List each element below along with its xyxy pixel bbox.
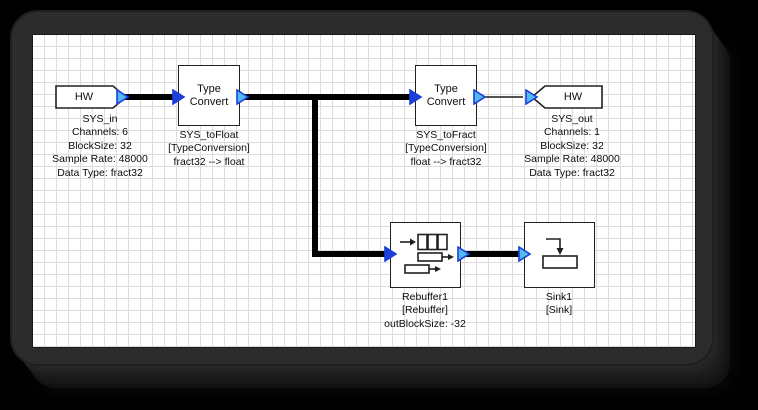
sys-in-output-port-icon[interactable] [115, 88, 131, 106]
sys-in-inner-label: HW [74, 91, 94, 103]
caption-sys-in-line-4: Data Type: fract32 [57, 166, 143, 179]
caption-rebuffer1: Rebuffer1 [Rebuffer] outBlockSize: -32 [355, 291, 495, 331]
sys-tofloat-inner-label: Type Convert [190, 83, 229, 108]
caption-sys-tofract-line-1: [TypeConversion] [405, 142, 487, 155]
caption-sys-out-line-1: Channels: 1 [543, 126, 601, 139]
caption-sys-in-line-2: BlockSize: 32 [68, 139, 132, 152]
rebuffer-icon [399, 233, 454, 274]
block-sys-tofract[interactable]: Type Convert [415, 65, 477, 126]
sys-tofloat-inner-line1: Type [197, 82, 221, 95]
sys-tofract-inner-label: Type Convert [427, 83, 466, 108]
caption-sys-out-line-3: Sample Rate: 48000 [524, 153, 620, 166]
sys-tofloat-output-port-icon[interactable] [235, 89, 251, 105]
caption-sys-out-line-2: BlockSize: 32 [540, 139, 604, 152]
caption-sink1-line-1: [Sink] [545, 304, 573, 317]
sys-out-input-port-icon[interactable] [524, 89, 540, 105]
caption-sys-tofloat-line-1: [TypeConversion] [168, 142, 250, 155]
sink1-input-port-icon[interactable] [517, 246, 533, 262]
caption-sys-in: SYS_in Channels: 6 BlockSize: 32 Sample … [33, 113, 175, 180]
caption-sys-in-line-0: SYS_in [82, 113, 118, 125]
sys-tofloat-input-port-icon[interactable] [171, 89, 187, 105]
sys-tofract-inner-line2: Convert [426, 95, 466, 108]
caption-rebuffer1-line-1: [Rebuffer] [402, 304, 448, 317]
block-sys-tofloat[interactable]: Type Convert [178, 65, 240, 126]
diagram-canvas[interactable]: HW SYS_in Channels: 6 BlockSize: 32 Samp… [32, 34, 696, 348]
block-sys-out[interactable]: HW [530, 85, 603, 109]
caption-sys-tofloat-line-0: SYS_toFloat [179, 129, 239, 141]
wire-tofloat-branch-to-rebuffer[interactable] [312, 97, 389, 257]
connection-wires [125, 94, 523, 257]
caption-sys-out-line-4: Data Type: fract32 [529, 166, 615, 179]
canvas-scroll-area[interactable]: HW SYS_in Channels: 6 BlockSize: 32 Samp… [33, 35, 695, 347]
caption-sys-tofract-line-0: SYS_toFract [416, 129, 476, 141]
block-rebuffer1[interactable] [390, 222, 461, 288]
caption-sys-tofract-line-2: float --> fract32 [410, 155, 482, 168]
caption-sys-tofloat-line-2: fract32 --> float [173, 155, 245, 168]
sys-tofloat-inner-line2: Convert [189, 95, 229, 108]
sink-icon [541, 238, 578, 269]
caption-sys-tofloat: SYS_toFloat [TypeConversion] fract32 -->… [139, 129, 279, 169]
block-sys-in[interactable]: HW [55, 85, 130, 109]
caption-sink1-line-0: Sink1 [545, 291, 573, 303]
caption-sys-in-line-3: Sample Rate: 48000 [52, 153, 148, 166]
rebuffer1-output-port-icon[interactable] [456, 246, 472, 262]
rebuffer1-input-port-icon[interactable] [383, 246, 399, 262]
sys-tofract-inner-line1: Type [434, 82, 458, 95]
block-sink1[interactable] [524, 222, 595, 288]
sys-tofract-output-port-icon[interactable] [472, 89, 488, 105]
caption-sys-tofract: SYS_toFract [TypeConversion] float --> f… [376, 129, 516, 169]
caption-rebuffer1-line-0: Rebuffer1 [402, 291, 448, 303]
caption-sys-out: SYS_out Channels: 1 BlockSize: 32 Sample… [497, 113, 647, 180]
caption-sys-in-line-1: Channels: 6 [71, 126, 129, 139]
caption-sink1: Sink1 [Sink] [489, 291, 629, 318]
caption-rebuffer1-line-2: outBlockSize: -32 [384, 317, 466, 330]
sys-out-inner-label: HW [563, 91, 583, 103]
caption-sys-out-line-0: SYS_out [551, 113, 593, 125]
sys-tofract-input-port-icon[interactable] [408, 89, 424, 105]
